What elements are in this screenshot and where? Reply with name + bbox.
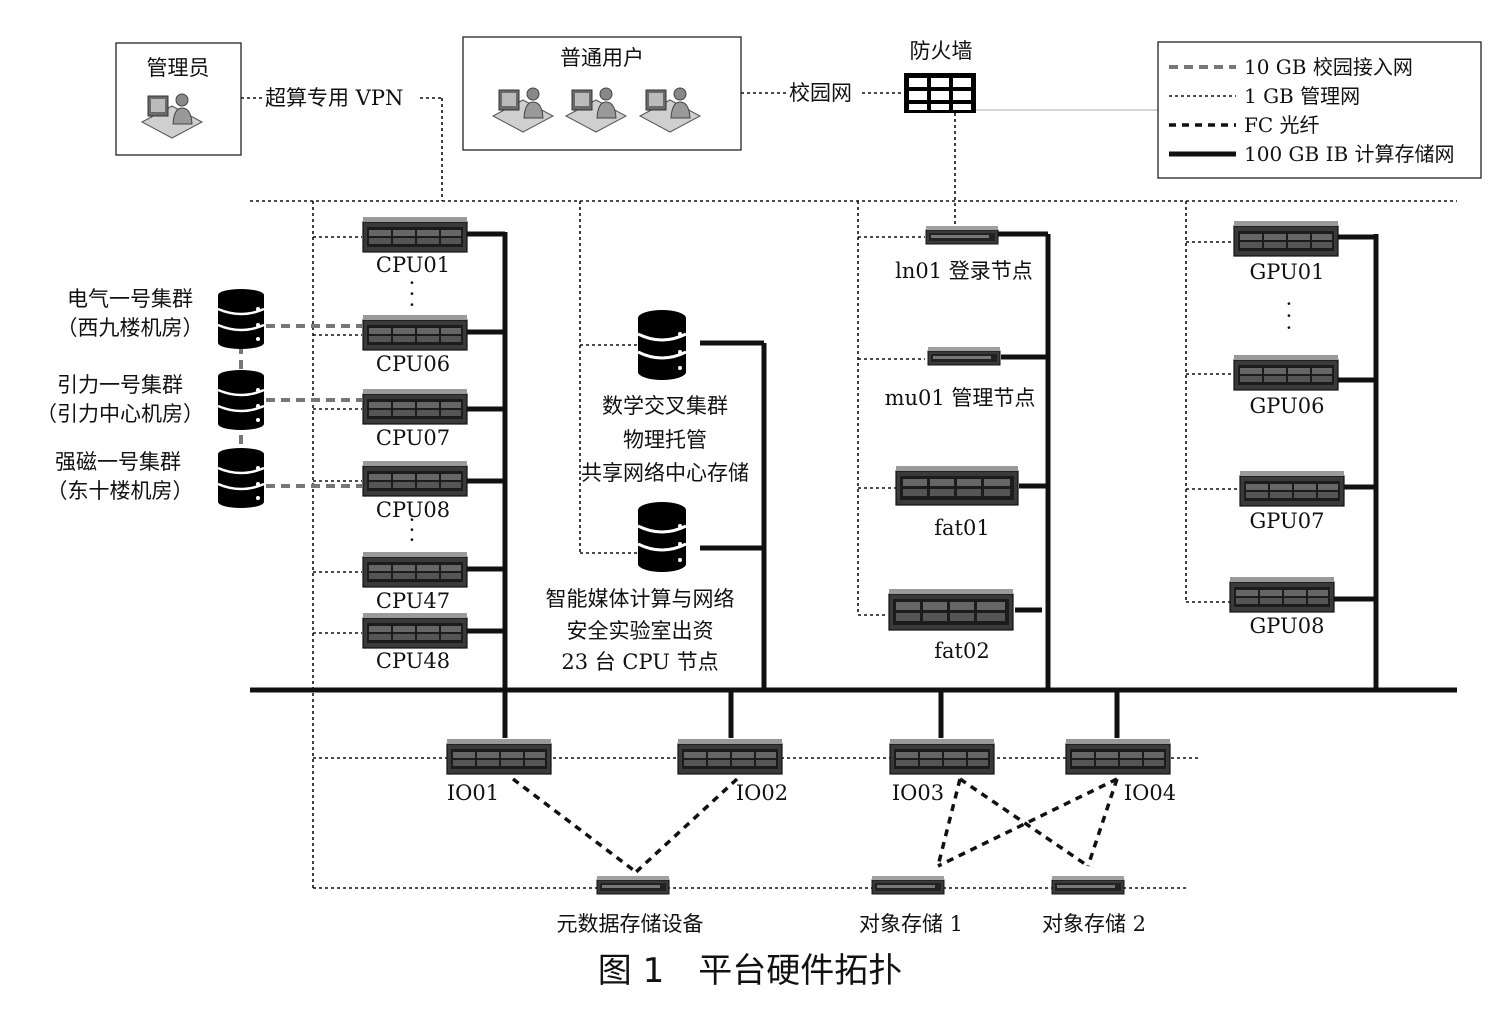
- cpu-server-icon: [362, 460, 468, 497]
- legend-label: 100 GB IB 计算存储网: [1244, 142, 1455, 166]
- campus-link-label: 校园网: [789, 81, 852, 105]
- io-server-icon: [1065, 738, 1171, 775]
- cpu-server-icon: [362, 551, 468, 588]
- object-storage-icon: [1051, 875, 1125, 895]
- legend-label: 10 GB 校园接入网: [1244, 55, 1413, 79]
- ellipsis: ·: [1286, 292, 1293, 316]
- users-label: 普通用户: [560, 46, 644, 70]
- cpu-node-label: CPU06: [376, 352, 450, 376]
- cluster-location: （引力中心机房）: [36, 402, 204, 426]
- firewall-icon: [904, 73, 976, 113]
- ellipsis: ·: [409, 293, 416, 317]
- login-node-label: ln01 登录节点: [895, 259, 1033, 283]
- service-nodes-column: ln01 登录节点 mu01 管理节点 fat01: [858, 225, 1051, 690]
- io-node-label: IO01: [447, 781, 499, 805]
- legend-label: 1 GB 管理网: [1244, 84, 1360, 108]
- database-icon: [216, 287, 266, 351]
- gpu-server-icon: [1239, 470, 1345, 507]
- gpu-server-icon: [1233, 354, 1339, 391]
- io-node-label: IO04: [1124, 781, 1176, 805]
- management-node-label: mu01 管理节点: [885, 386, 1036, 410]
- cpu-server-icon: [362, 314, 468, 351]
- cluster-name: 强磁一号集群: [55, 450, 181, 474]
- cpu-node-label: CPU47: [376, 589, 450, 613]
- cluster-name: 电气一号集群: [67, 287, 193, 311]
- storage-label: 安全实验室出资: [567, 619, 714, 643]
- ellipsis: ·: [409, 508, 416, 532]
- shared-storage-column: 数学交叉集群 物理托管 共享网络中心存储 智能媒体计算与网络 安全实验室出资 2…: [546, 308, 767, 690]
- figure-caption: 图 1 平台硬件拓扑: [598, 951, 902, 991]
- ellipsis: ·: [409, 282, 416, 306]
- io-nodes: IO01 IO02 IO03 IO04: [313, 738, 1198, 805]
- legend-label: FC 光纤: [1244, 113, 1320, 137]
- storage-label: 数学交叉集群: [602, 394, 728, 418]
- cpu-server-icon: [362, 388, 468, 425]
- io-server-icon: [677, 738, 783, 775]
- cluster-name: 引力一号集群: [57, 373, 183, 397]
- gpu-node-label: GPU08: [1250, 614, 1325, 638]
- fat-node-label: fat01: [934, 516, 989, 540]
- gpu-node-label: GPU01: [1250, 260, 1325, 284]
- cpu-server-icon: [362, 216, 468, 253]
- cpu-node-label: CPU07: [376, 426, 450, 450]
- ellipsis: ·: [1286, 316, 1293, 340]
- gpu-server-icon: [1233, 220, 1339, 257]
- object-storage-icon: [871, 875, 945, 895]
- legend: 10 GB 校园接入网 1 GB 管理网 FC 光纤 100 GB IB 计算存…: [1157, 41, 1482, 179]
- io-server-icon: [889, 738, 995, 775]
- cluster-location: （西九楼机房）: [57, 316, 204, 340]
- fc-links: [511, 777, 1119, 874]
- cluster-location: （东十楼机房）: [47, 479, 194, 503]
- cpu-node-label: CPU08: [376, 498, 450, 522]
- database-icon: [636, 500, 688, 574]
- cpu-node-label: CPU01: [376, 253, 450, 277]
- database-icon: [636, 308, 688, 382]
- fat-node-label: fat02: [934, 639, 989, 663]
- gpu-column: GPU01 · · · GPU06 GPU07 GPU08: [1186, 220, 1379, 690]
- cpu-server-icon: [362, 612, 468, 649]
- storage-label: 共享网络中心存储: [581, 461, 749, 485]
- login-server-icon: [925, 225, 999, 245]
- admin-label: 管理员: [147, 56, 210, 80]
- management-server-icon: [927, 346, 1001, 366]
- gpu-node-label: GPU07: [1250, 509, 1325, 533]
- storage-label: 23 台 CPU 节点: [561, 650, 718, 674]
- io-server-icon: [446, 738, 552, 775]
- io-node-label: IO02: [736, 781, 788, 805]
- external-clusters: 电气一号集群 （西九楼机房） 引力一号集群 （引力中心机房） 强磁一号集群 （东…: [36, 287, 362, 510]
- cpu-node-label: CPU48: [376, 649, 450, 673]
- ellipsis: ·: [1286, 304, 1293, 328]
- ellipsis: ·: [409, 271, 416, 295]
- io-node-label: IO03: [892, 781, 944, 805]
- object-storage-label: 对象存储 2: [1042, 912, 1146, 936]
- cpu-column: CPU01 · · · CPU06 CPU07 CPU08 · · · CPU4…: [313, 216, 508, 738]
- fat-server-icon: [888, 589, 1014, 631]
- metadata-storage-label: 元数据存储设备: [557, 912, 704, 936]
- storage-label: 智能媒体计算与网络: [546, 587, 735, 611]
- object-storage-label: 对象存储 1: [859, 912, 963, 936]
- storage-label: 物理托管: [623, 428, 707, 452]
- storage-devices: 元数据存储设备 对象存储 1 对象存储 2: [313, 875, 1188, 936]
- gpu-server-icon: [1229, 576, 1335, 613]
- fat-server-icon: [895, 466, 1019, 506]
- gpu-node-label: GPU06: [1250, 394, 1325, 418]
- database-icon: [216, 446, 266, 510]
- ellipsis: ·: [409, 528, 416, 552]
- vpn-link-label: 超算专用 VPN: [265, 86, 403, 110]
- metadata-storage-icon: [596, 875, 670, 895]
- firewall-label: 防火墙: [910, 39, 973, 63]
- ellipsis: ·: [409, 518, 416, 542]
- database-icon: [216, 368, 266, 432]
